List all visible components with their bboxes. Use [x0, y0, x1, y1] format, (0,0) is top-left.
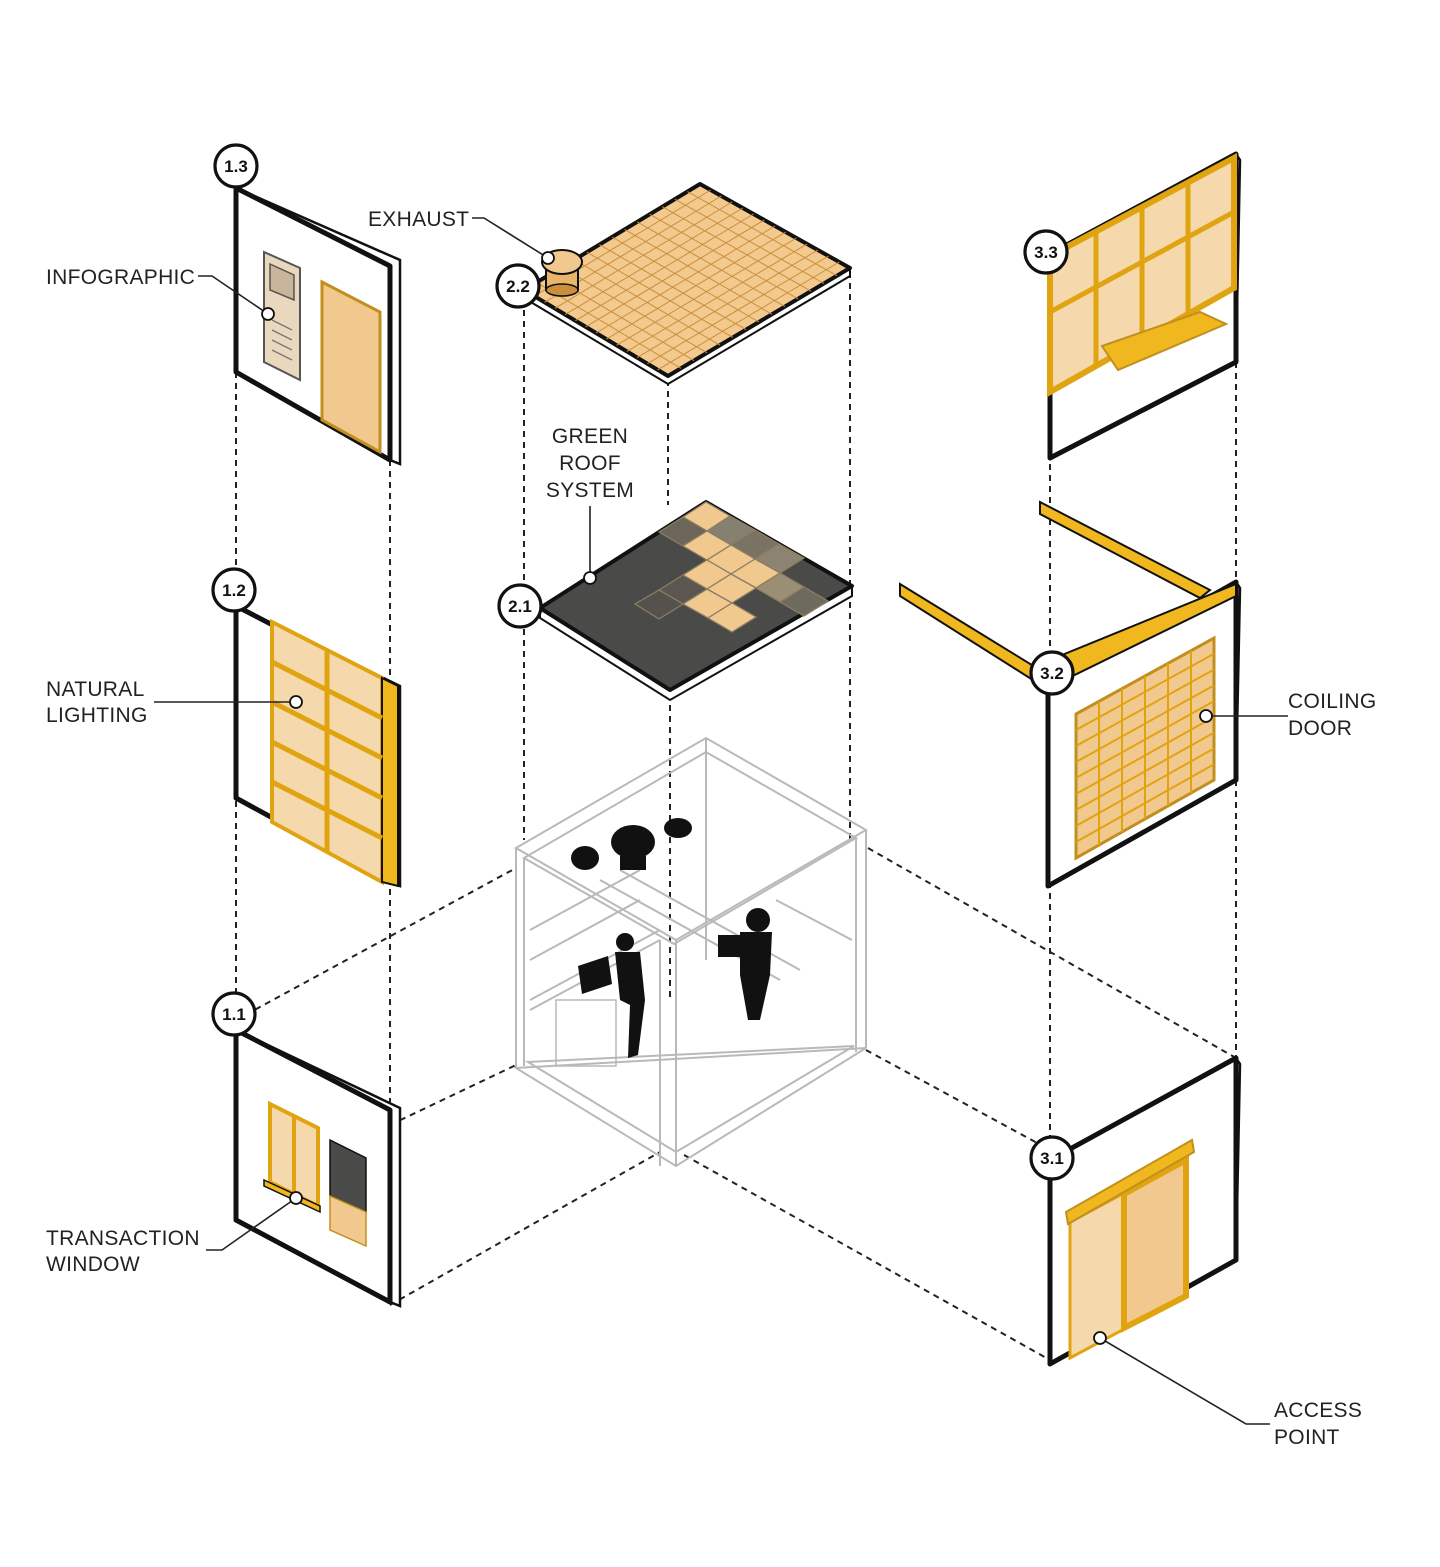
green-roof-2-1 — [538, 500, 854, 702]
service-shelf — [1100, 310, 1229, 372]
wall-3-2-coiling-door — [899, 500, 1242, 889]
callout-1-1-text: 1.1 — [222, 1005, 246, 1024]
roof-panel-2-2 — [522, 182, 852, 386]
wall-1-2-natural-lighting — [233, 603, 402, 888]
coiling-door-slats — [1075, 650, 1215, 845]
label-green-roof-line3: SYSTEM — [546, 479, 634, 502]
label-coiling-door: COILING DOOR — [1288, 690, 1376, 740]
wall-1-3-infographic — [233, 185, 402, 466]
label-transaction-window: TRANSACTION WINDOW — [46, 1227, 200, 1276]
callout-3-2-text: 3.2 — [1040, 664, 1064, 683]
label-green-roof-line2: ROOF — [559, 452, 621, 475]
plants-silhouettes — [571, 818, 692, 870]
callout-3-3: 3.3 — [1023, 229, 1069, 275]
callout-1-1: 1.1 — [211, 991, 257, 1037]
wall-3-1-access-point — [1047, 1055, 1242, 1367]
label-green-roof-line1: GREEN — [552, 425, 628, 448]
label-coiling-door-line1: COILING — [1288, 690, 1376, 713]
label-transaction-window-line1: TRANSACTION — [46, 1227, 200, 1250]
wall-1-1-transaction-window — [233, 1027, 402, 1308]
callout-1-2: 1.2 — [211, 567, 257, 613]
leader-dots — [261, 251, 1213, 1345]
door-header-track — [1064, 1138, 1196, 1226]
callout-2-1: 2.1 — [497, 583, 543, 629]
label-access-point-line2: POINT — [1274, 1426, 1340, 1449]
label-transaction-window-line2: WINDOW — [46, 1253, 140, 1276]
callout-1-3: 1.3 — [213, 143, 259, 189]
callout-3-1: 3.1 — [1029, 1135, 1075, 1181]
callout-2-1-text: 2.1 — [508, 597, 532, 616]
wall-3-3-glazing — [1047, 151, 1242, 461]
label-coiling-door-line2: DOOR — [1288, 717, 1352, 740]
label-exhaust: EXHAUST — [368, 208, 469, 231]
callout-3-3-text: 3.3 — [1034, 243, 1058, 262]
planter-modules — [633, 501, 830, 633]
roof-tile-grid — [534, 189, 840, 371]
label-natural-lighting: NATURAL LIGHTING — [46, 678, 148, 727]
label-access-point-line1: ACCESS — [1274, 1399, 1362, 1422]
label-access-point: ACCESS POINT — [1274, 1399, 1362, 1449]
exhaust-fan — [541, 249, 583, 297]
callout-2-2-text: 2.2 — [506, 277, 530, 296]
kiosk-frame — [512, 736, 869, 1168]
label-green-roof-system: GREEN ROOF SYSTEM — [546, 425, 634, 502]
callout-2-2: 2.2 — [495, 263, 541, 309]
callout-1-2-text: 1.2 — [222, 581, 246, 600]
label-infographic: INFOGRAPHIC — [46, 266, 195, 289]
label-natural-lighting-line2: LIGHTING — [46, 704, 148, 727]
person-customer-silhouette — [718, 908, 772, 1020]
callout-3-1-text: 3.1 — [1040, 1149, 1064, 1168]
door-panel — [320, 279, 382, 455]
person-vendor-silhouette — [578, 933, 645, 1058]
callout-1-3-text: 1.3 — [224, 157, 248, 176]
label-natural-lighting-line1: NATURAL — [46, 678, 145, 701]
leader-lines — [154, 217, 1288, 1425]
callout-3-2: 3.2 — [1029, 650, 1075, 696]
